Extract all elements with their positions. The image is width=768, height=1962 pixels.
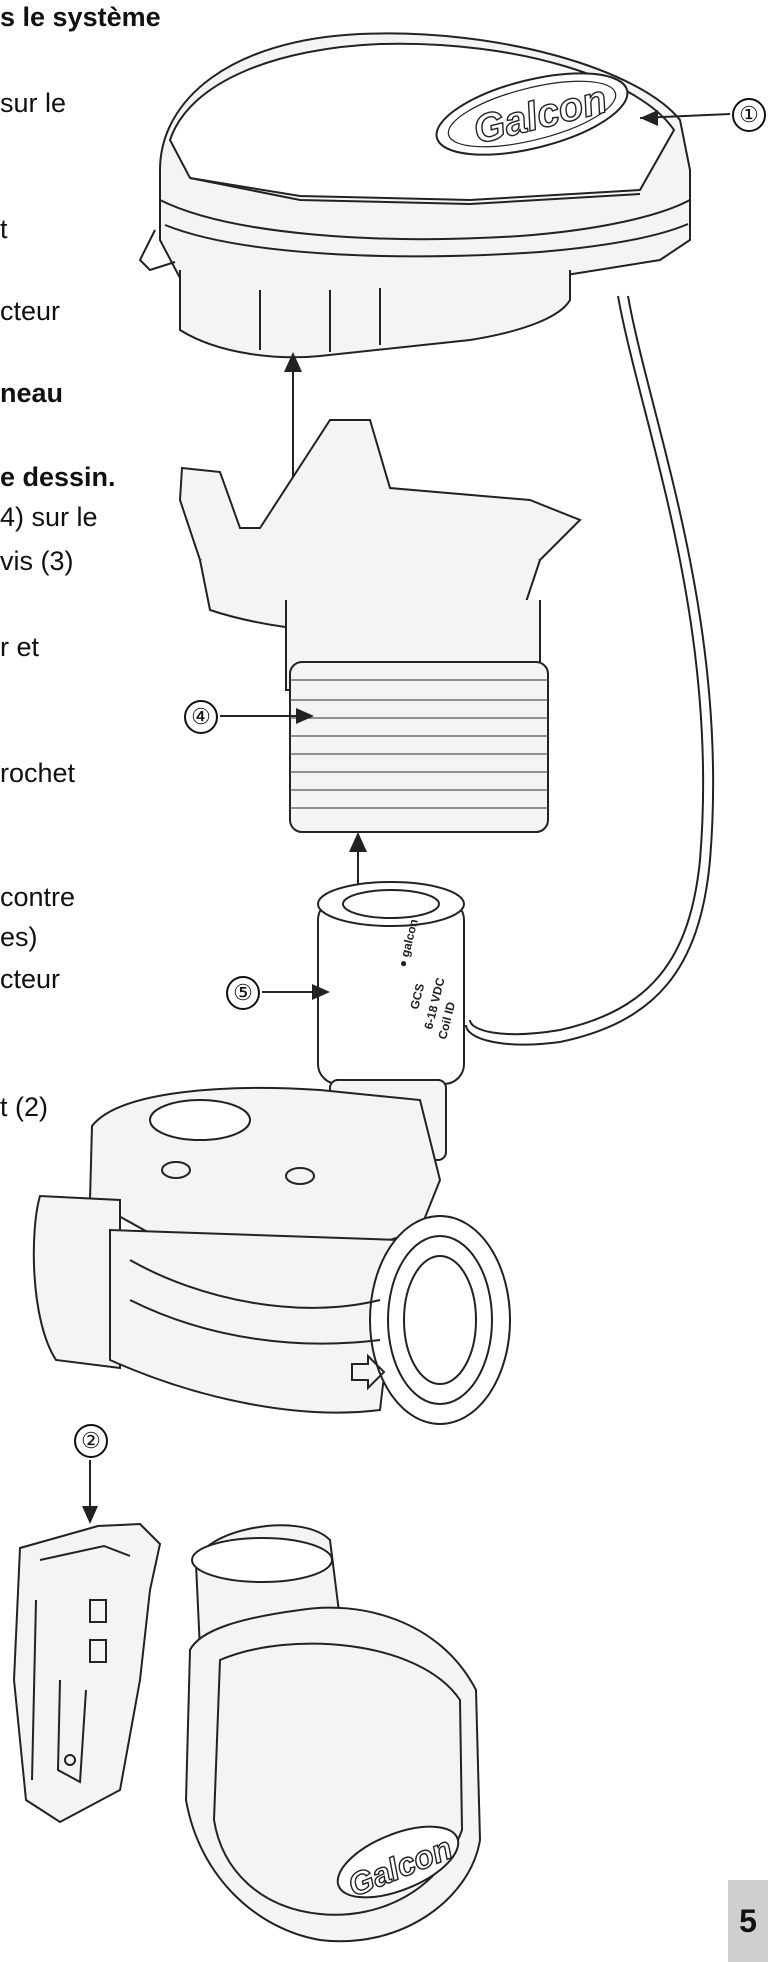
- text-fragment-13: cteur: [0, 964, 61, 994]
- text-fragment-4: cteur: [0, 296, 61, 326]
- bracket-drawing: [12, 1522, 162, 1824]
- text-fragment-10: rochet: [0, 758, 76, 788]
- text-fragment-12: es): [0, 922, 38, 952]
- callout-5: ⑤: [226, 976, 260, 1010]
- text-fragment-14: t (2): [0, 1092, 49, 1122]
- callout-2: ②: [74, 1424, 108, 1458]
- text-fragment-6: e dessin.: [0, 462, 116, 492]
- text-fragment-5: neau: [0, 378, 64, 408]
- page-number: 5: [728, 1880, 768, 1962]
- valve-body-drawing: [32, 1087, 511, 1425]
- callout-1: ①: [732, 98, 766, 132]
- assembled-unit-drawing: Galcon: [184, 1524, 482, 1943]
- text-fragment-3: t: [0, 214, 8, 244]
- text-fragment-9: r et: [0, 632, 40, 662]
- controller-unit-drawing: Galcon: [138, 32, 715, 1046]
- callout-4: ④: [184, 700, 218, 734]
- text-fragment-2: sur le: [0, 88, 67, 118]
- solenoid-model: GCS: [407, 982, 427, 1011]
- text-fragment-1: s le système: [0, 2, 161, 32]
- text-fragment-8: vis (3): [0, 546, 74, 576]
- text-fragment-7: 4) sur le: [0, 502, 98, 532]
- adaptor-drawing: [178, 419, 582, 833]
- text-fragment-11: contre: [0, 882, 76, 912]
